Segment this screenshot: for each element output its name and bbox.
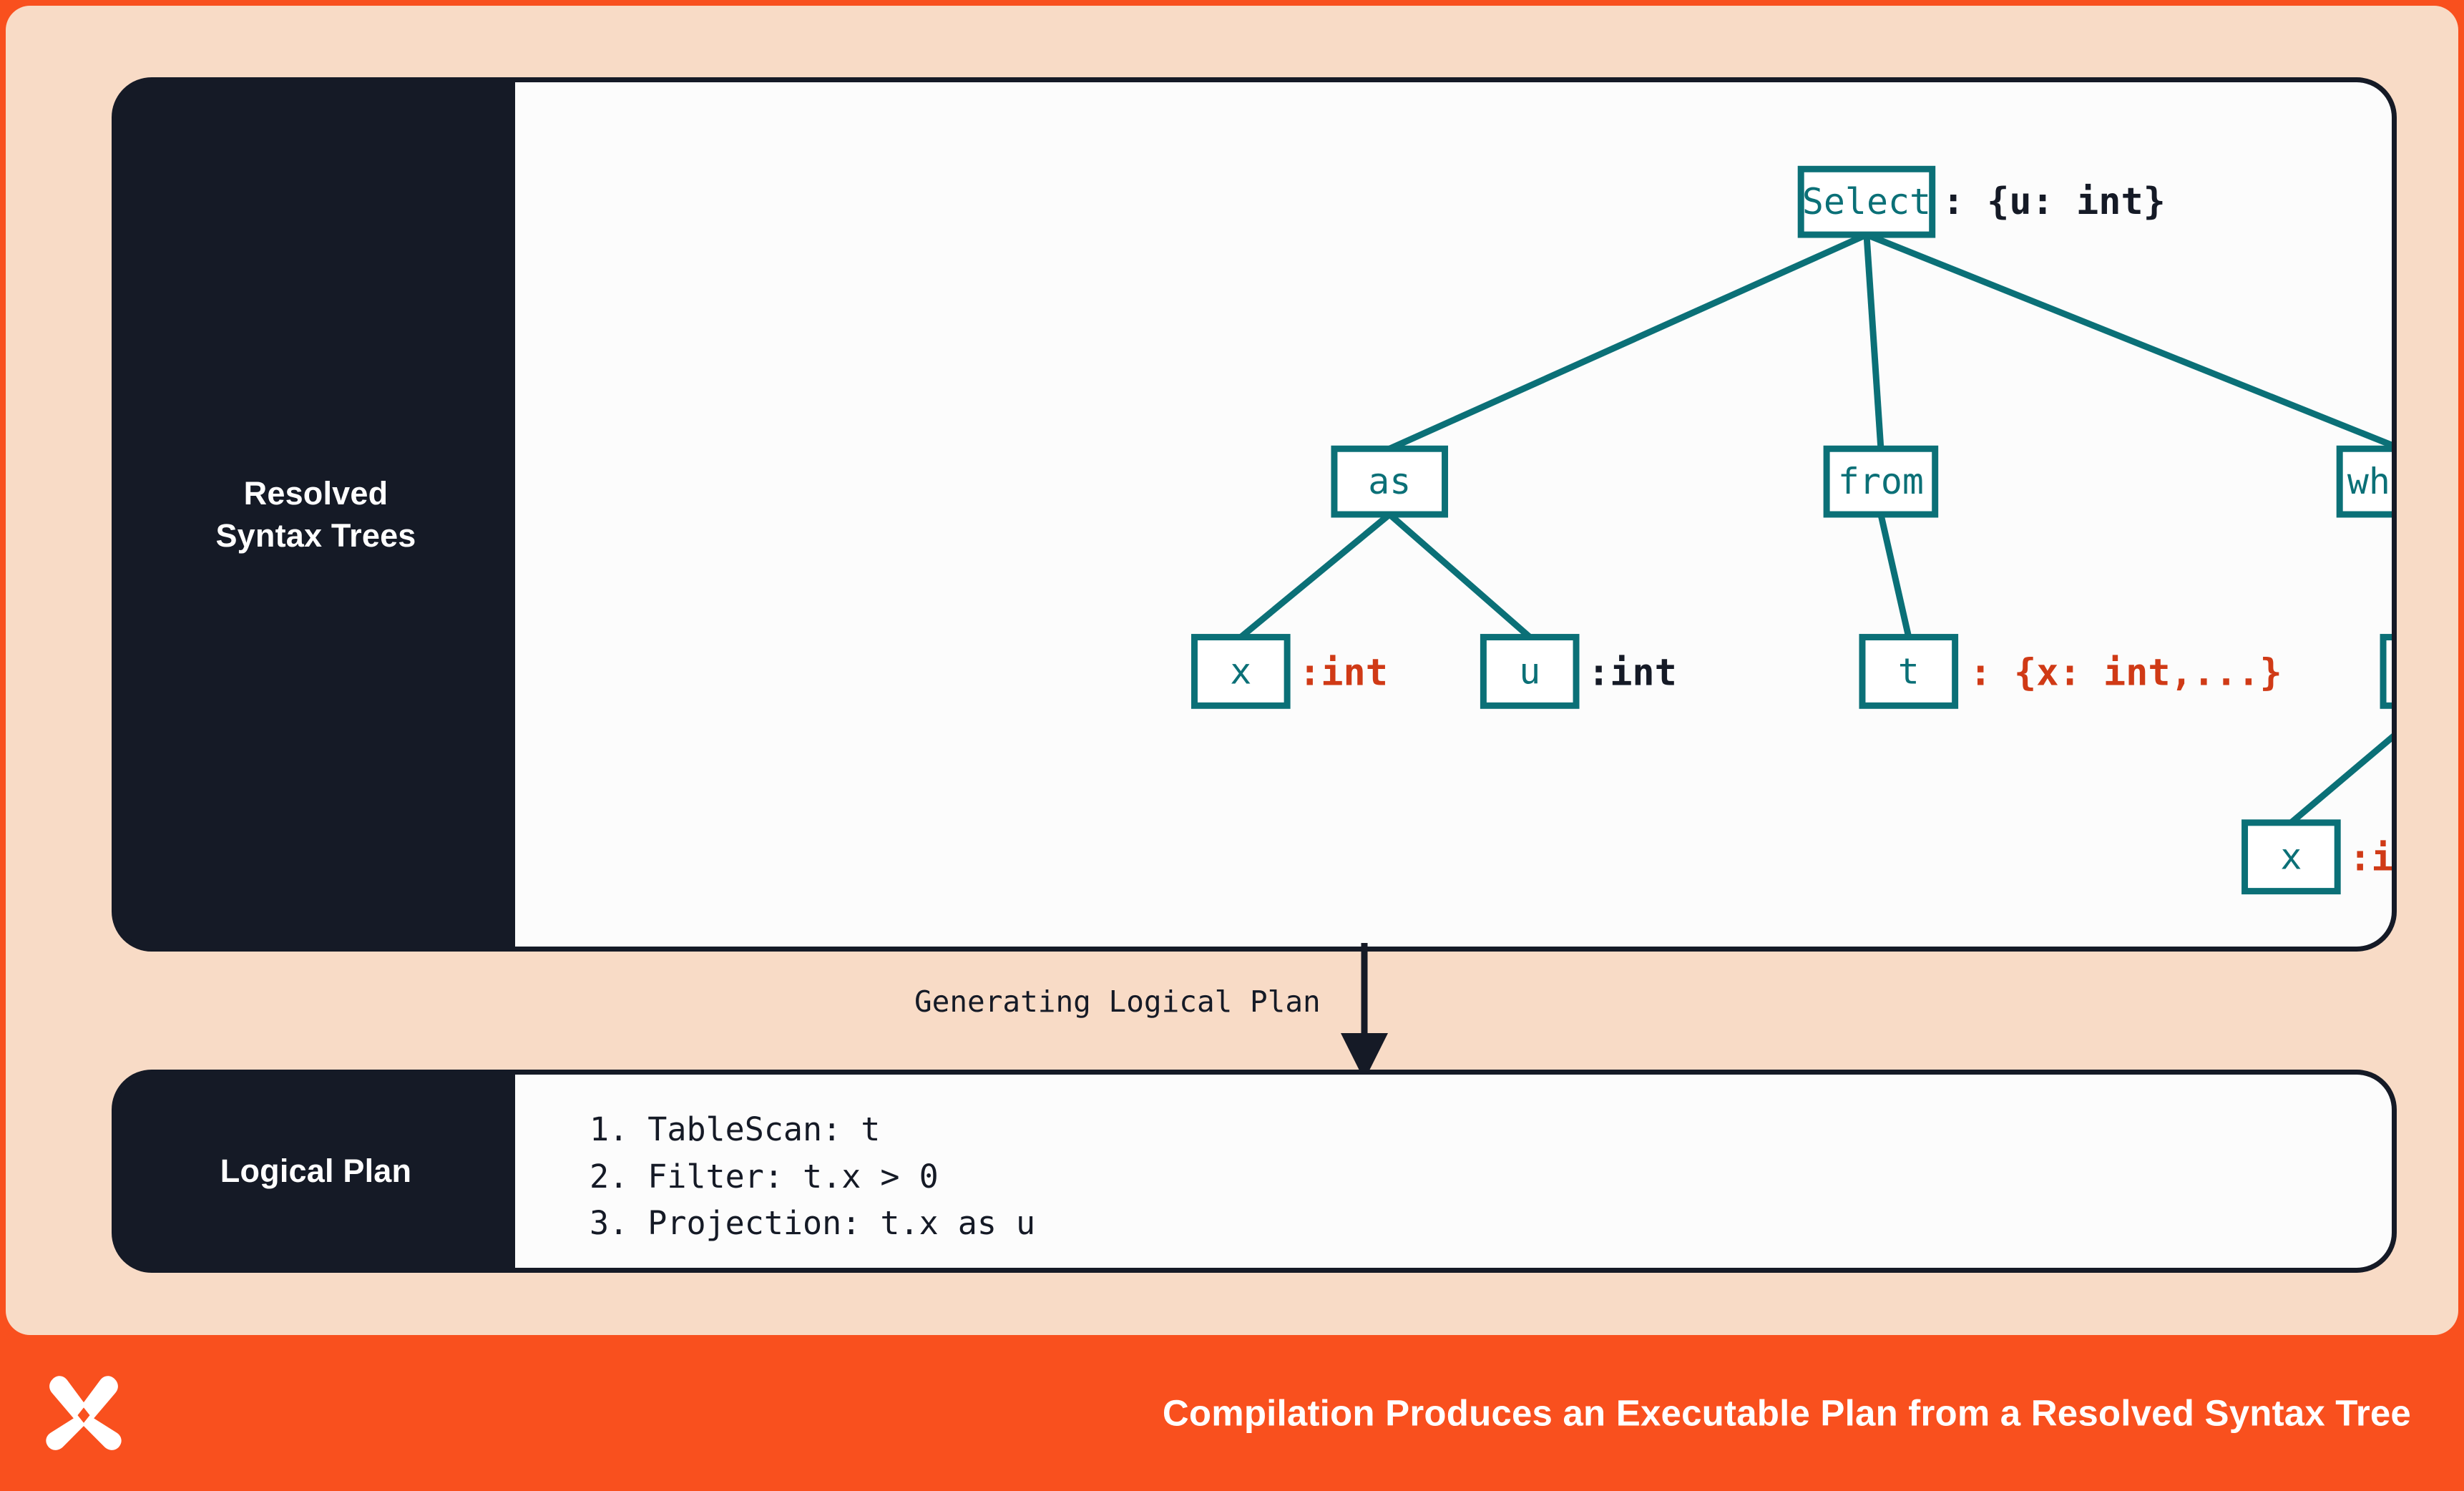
tree-node-box xyxy=(1191,634,1291,709)
tree-node-box xyxy=(1859,634,1959,709)
tree-node-gt[interactable]: >:bool xyxy=(2380,634,2392,709)
tree-edge xyxy=(1387,512,1532,640)
logical-plan-step: 1. TableScan: t xyxy=(590,1110,881,1148)
footer-title: Compilation Produces an Executable Plan … xyxy=(1162,1392,2411,1434)
tree-node-type-annotation: : {u: int} xyxy=(1942,180,2166,223)
tree-node-type-annotation: :int xyxy=(1299,651,1388,694)
tree-panel-label: Resolved Syntax Trees xyxy=(117,82,515,947)
tree-node-as-u[interactable]: u :int xyxy=(1480,634,1677,709)
tree-edge xyxy=(2289,733,2392,826)
tree-node-label: x xyxy=(2280,836,2302,878)
tree-node-box xyxy=(2241,819,2341,895)
tree-node-box xyxy=(2336,445,2392,518)
tree-node-type-annotation: : {x: int,...} xyxy=(1970,651,2282,694)
tree-node-where[interactable]: where xyxy=(2336,445,2392,518)
tree-node-gt-x[interactable]: x :int xyxy=(2241,819,2392,895)
tree-edge xyxy=(1388,231,1868,452)
footer-banner: Compilation Produces an Executable Plan … xyxy=(0,1335,2464,1491)
tree-node-as[interactable]: as xyxy=(1331,445,1449,518)
tree-edge-group xyxy=(1238,231,2392,826)
tree-node-label: where xyxy=(2347,461,2392,502)
tree-node-label: Select xyxy=(1802,181,1931,223)
tree-node-box xyxy=(1823,445,1939,518)
tree-node-box xyxy=(1797,165,1936,238)
tree-node-label: from xyxy=(1838,461,1924,502)
tree-node-label: t xyxy=(1898,650,1920,692)
syntax-tree-diagram: Select : {u: int} as from where x :int u :int t : … xyxy=(1191,165,2392,895)
generating-logical-plan-arrow xyxy=(1341,943,1388,1080)
logical-plan-step: 2. Filter: t.x > 0 xyxy=(590,1157,939,1196)
tree-node-from[interactable]: from xyxy=(1823,445,1939,518)
tree-node-select[interactable]: Select : {u: int} xyxy=(1797,165,2166,238)
tree-node-box xyxy=(1480,634,1580,709)
tree-node-box xyxy=(1331,445,1449,518)
tree-edge xyxy=(1877,514,1912,638)
tree-edge xyxy=(1865,231,2392,449)
tree-node-box xyxy=(2380,634,2392,709)
tree-node-type-annotation: :int xyxy=(2349,837,2392,880)
tree-node-label: u xyxy=(1519,650,1540,692)
arrow-label: Generating Logical Plan xyxy=(914,984,1321,1019)
butterfly-x-logo-icon xyxy=(46,1376,122,1450)
tree-panel-label-line1: Resolved xyxy=(243,474,388,512)
logical-plan-steps: 1. TableScan: t 2. Filter: t.x > 0 3. Proj… xyxy=(515,1075,2392,1247)
logical-plan-step: 3. Projection: t.x as u xyxy=(590,1204,1036,1243)
resolved-syntax-trees-panel: Resolved Syntax Trees Select : {u: int} as… xyxy=(112,77,2397,952)
tree-node-from-t[interactable]: t : {x: int,...} xyxy=(1859,634,2282,709)
tree-edge xyxy=(1863,234,1884,449)
tree-edge xyxy=(1238,512,1392,640)
logical-plan-panel: Logical Plan 1. TableScan: t 2. Filter: t… xyxy=(112,1070,2397,1273)
plan-panel-label: Logical Plan xyxy=(220,1153,412,1190)
tree-node-as-x[interactable]: x :int xyxy=(1191,634,1388,709)
tree-panel-label-line2: Syntax Trees xyxy=(215,517,416,554)
tree-panel-body: Select : {u: int} as from where x :int u :int t : … xyxy=(515,82,2392,947)
tree-node-label: as xyxy=(1368,461,1411,502)
tree-node-type-annotation: :int xyxy=(1588,651,1677,694)
plan-panel-body: 1. TableScan: t 2. Filter: t.x > 0 3. Proj… xyxy=(515,1075,2392,1268)
tree-node-label: x xyxy=(1230,650,1251,692)
peach-canvas: Resolved Syntax Trees Select : {u: int} as… xyxy=(6,6,2458,1335)
tree-node-group: Select : {u: int} as from where x :int u :int t : … xyxy=(1191,165,2392,895)
